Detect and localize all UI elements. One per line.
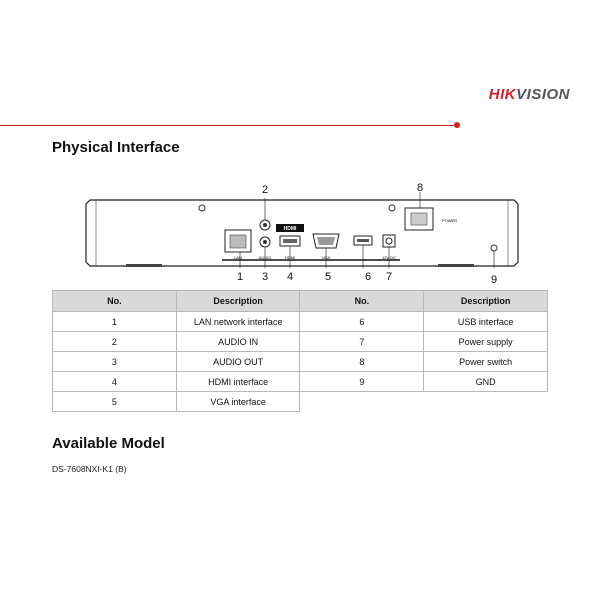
callout-2: 2 (262, 184, 268, 196)
header-description: Description (175, 290, 301, 312)
header-description: Description (423, 290, 548, 312)
callout-7: 7 (386, 271, 392, 283)
callout-3: 3 (262, 271, 268, 283)
hdmi-logo-text: HDMI (284, 226, 297, 232)
callout-4: 4 (287, 271, 293, 283)
lan-label: LAN (234, 255, 242, 260)
interface-table: No. Description No. Description 1 LAN ne… (52, 290, 548, 412)
header-divider-dot (454, 122, 460, 128)
callout-9: 9 (491, 274, 497, 286)
screw-icon (388, 204, 396, 212)
callout-6: 6 (365, 271, 371, 283)
dc-jack (382, 234, 396, 248)
chassis-outline (85, 199, 519, 267)
model-number: DS-7608NXI-K1 (B) (52, 464, 127, 474)
foot-right (438, 264, 474, 267)
available-model-heading: Available Model (52, 435, 165, 452)
rear-panel-diagram: LAN AUDIO HDMI HDMI VGA 12V DC POWER 1 2 (85, 182, 519, 286)
callout-1: 1 (237, 271, 243, 283)
header-no: No. (52, 290, 177, 312)
table-row: 3 AUDIO OUT 8 Power switch (52, 351, 548, 372)
power-label: POWER (442, 218, 457, 223)
foot-left (126, 264, 162, 267)
callout-5: 5 (325, 271, 331, 283)
table-row: 4 HDMI interface 9 GND (52, 371, 548, 392)
hdmi-logo-badge (276, 224, 304, 232)
screw-icon (198, 204, 206, 212)
hikvision-logo: HIKVISION (488, 86, 570, 103)
header-no: No. (299, 290, 425, 312)
physical-interface-heading: Physical Interface (52, 139, 180, 156)
table-row: 5 VGA interface (52, 391, 548, 412)
header-divider (0, 125, 456, 126)
table-row: 2 AUDIO IN 7 Power supply (52, 331, 548, 352)
table-header-row: No. Description No. Description (52, 290, 548, 312)
callout-8: 8 (417, 182, 423, 194)
table-row: 1 LAN network interface 6 USB interface (52, 311, 548, 332)
